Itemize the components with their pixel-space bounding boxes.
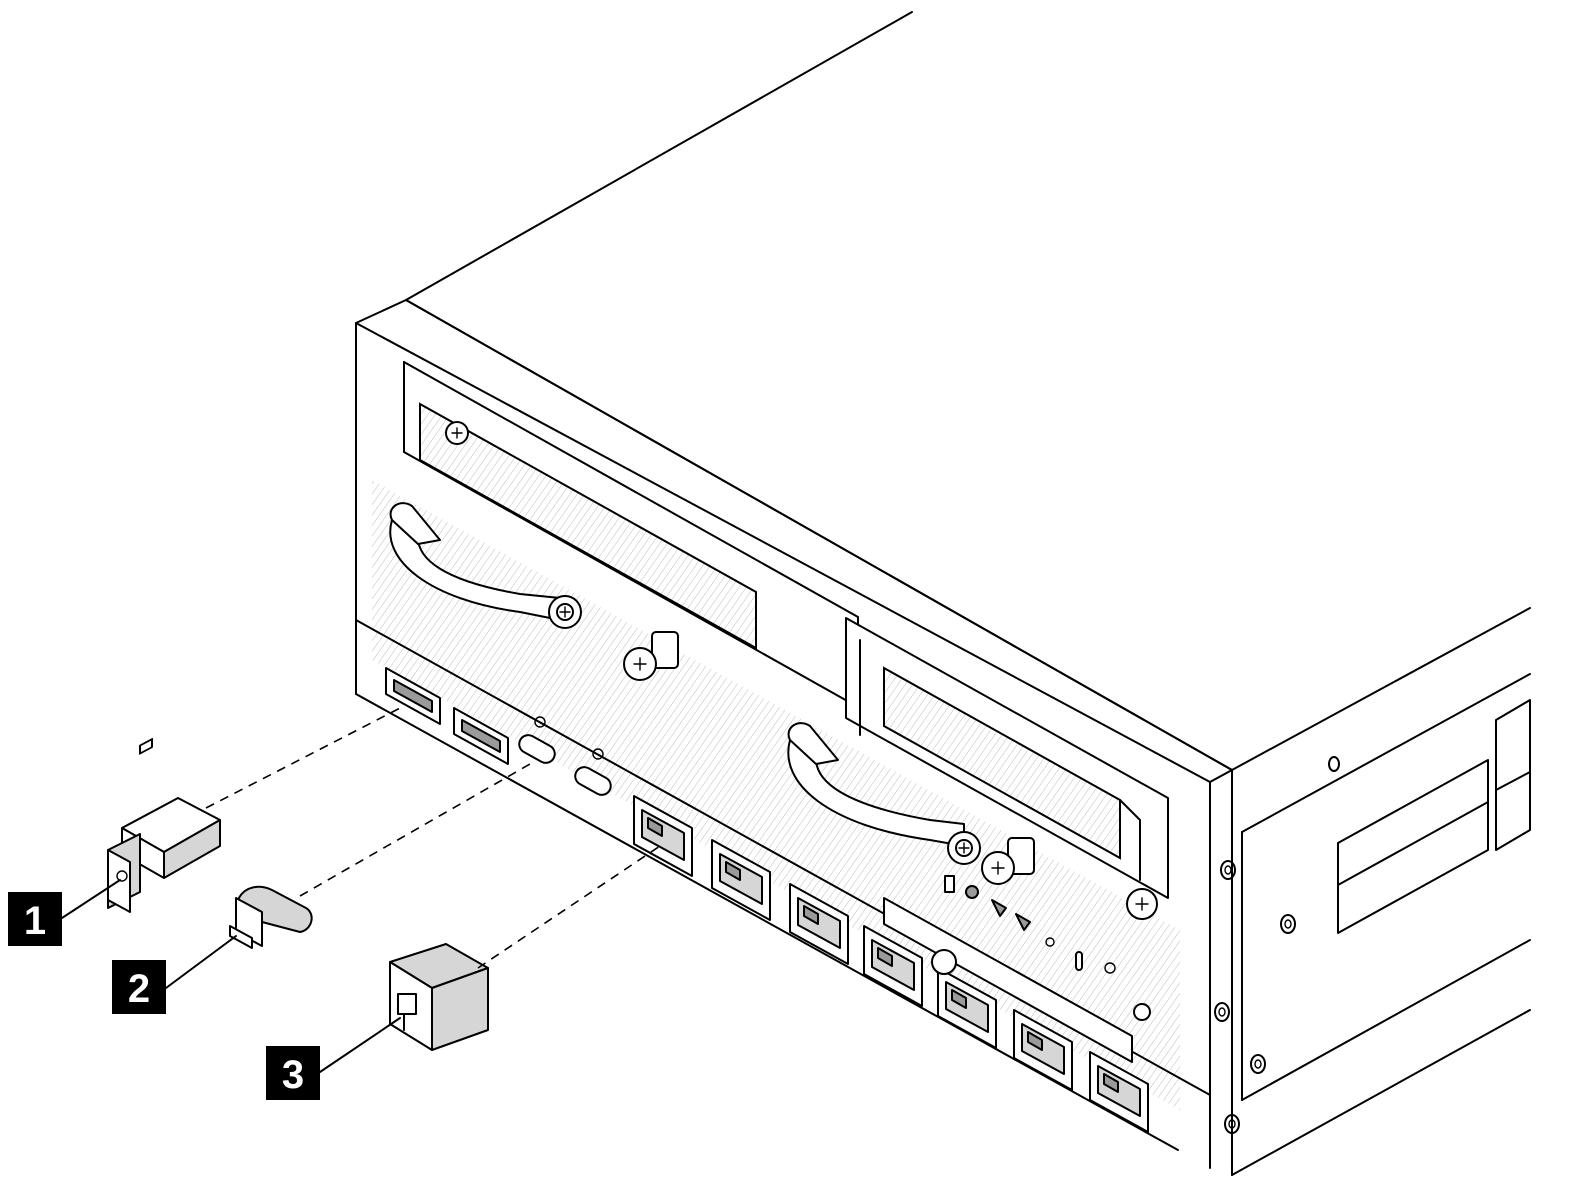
usb-c-dust-cover	[229, 885, 313, 949]
callout-3: 3	[266, 1046, 320, 1100]
callout-2: 2	[112, 960, 166, 1014]
usb-c-port-1	[518, 734, 556, 764]
rj45-port	[863, 925, 923, 1007]
drive-bay-left	[403, 361, 859, 708]
status-led-panel	[883, 875, 1133, 1063]
thumbscrew-right	[981, 837, 1035, 885]
callout-1: 1	[8, 892, 62, 946]
indicator-hole	[534, 716, 546, 728]
rj45-port	[1013, 1009, 1073, 1091]
guide-line-3	[477, 845, 661, 969]
bay-latch-screw	[1126, 888, 1158, 1021]
leader-line-1	[61, 879, 121, 919]
usb-c-port-2	[574, 766, 612, 796]
indicator-hole	[592, 748, 604, 760]
drive-bay-right	[845, 617, 1169, 899]
rj45-port	[937, 967, 997, 1049]
guide-line-1	[205, 705, 405, 809]
rj45-dust-cover	[389, 943, 489, 1051]
usb-port-1	[385, 667, 441, 725]
rj45-port	[711, 839, 771, 921]
leader-line-3	[319, 1017, 401, 1073]
rj45-port	[789, 883, 849, 965]
left-handle	[389, 502, 582, 629]
usb-port-2	[453, 707, 509, 765]
chassis	[355, 11, 1531, 1176]
guide-line-2	[299, 763, 531, 897]
leader-line-2	[165, 935, 237, 989]
rj45-port	[1089, 1051, 1149, 1133]
rj45-port	[633, 795, 693, 877]
right-handle	[787, 722, 981, 865]
callout-1-label: 1	[24, 899, 46, 943]
thumbscrew-left	[623, 631, 679, 681]
usb-dust-cover	[107, 738, 221, 913]
callout-3-label: 3	[282, 1053, 304, 1097]
rj45-ports	[633, 795, 1149, 1133]
callout-2-label: 2	[128, 967, 150, 1011]
